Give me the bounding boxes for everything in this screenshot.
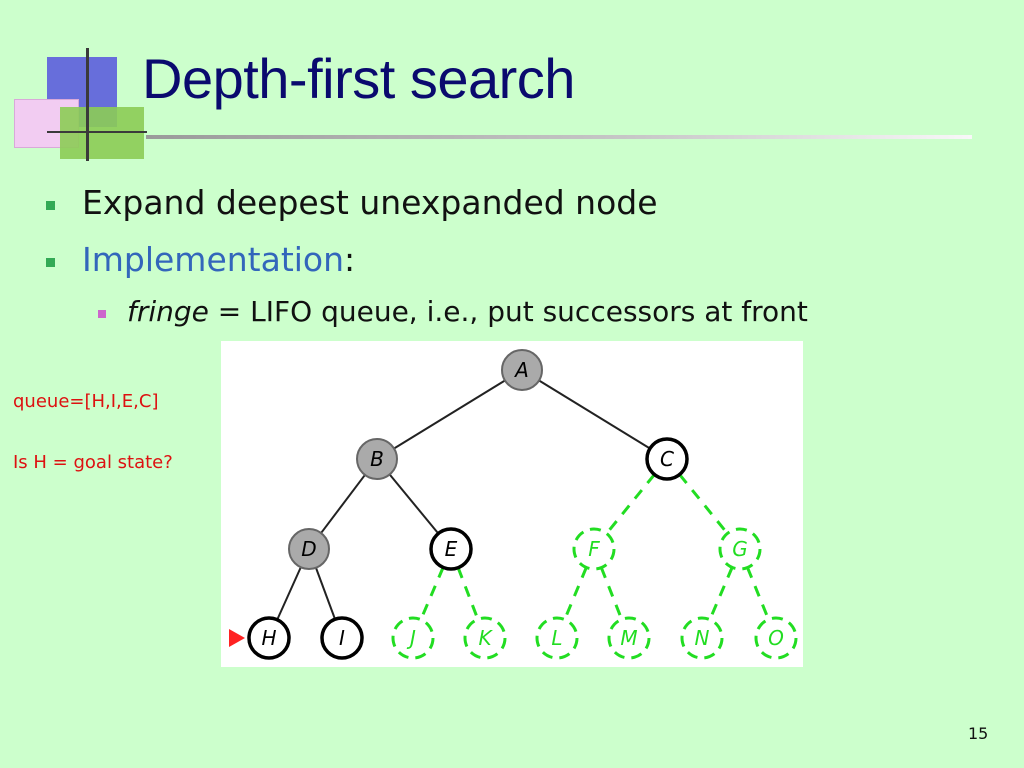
tree-node-E: E <box>429 527 473 571</box>
tree-node-M: M <box>607 616 651 660</box>
tree-node-circle-N <box>680 616 724 660</box>
tree-node-circle-H <box>247 616 291 660</box>
logo-vertical-line <box>86 48 89 161</box>
tree-edge-B-D <box>320 474 366 534</box>
tree-edge-C-G <box>678 473 729 535</box>
tree-node-C: C <box>645 437 689 481</box>
tree-node-circle-E <box>429 527 473 571</box>
tree-node-circle-A <box>501 349 543 391</box>
tree-edge-G-N <box>708 566 734 621</box>
tree-node-circle-L <box>535 616 579 660</box>
tree-node-circle-G <box>718 527 762 571</box>
tree-node-circle-D <box>288 528 330 570</box>
tree-node-label-H: H <box>261 626 276 650</box>
tree-edge-E-J <box>419 566 445 621</box>
tree-node-label-N: N <box>695 626 710 650</box>
tree-node-J: J <box>391 616 435 660</box>
tree-node-A: A <box>501 349 543 391</box>
tree-node-circle-J <box>391 616 435 660</box>
tree-node-circle-O <box>754 616 798 660</box>
tree-node-H: H <box>247 616 291 660</box>
slide-logo <box>0 0 160 170</box>
bullet-implementation: Implementation: <box>82 240 355 279</box>
tree-node-label-I: I <box>339 626 345 650</box>
bullet-expand: Expand deepest unexpanded node <box>82 183 658 222</box>
tree-node-circle-F <box>572 527 616 571</box>
tree-node-O: O <box>754 616 798 660</box>
tree-edge-A-B <box>393 379 506 450</box>
fringe-term: fringe <box>127 295 209 328</box>
tree-node-label-A: A <box>513 358 529 382</box>
tree-node-label-J: J <box>406 626 416 650</box>
implementation-label: Implementation <box>82 240 345 279</box>
tree-edge-F-L <box>563 566 588 621</box>
tree-node-N: N <box>680 616 724 660</box>
tree-node-D: D <box>288 528 330 570</box>
tree-node-label-K: K <box>478 626 493 650</box>
tree-node-label-G: G <box>732 537 748 561</box>
goal-question-note: Is H = goal state? <box>13 452 173 473</box>
tree-node-label-F: F <box>588 537 600 561</box>
tree-node-label-M: M <box>620 626 637 650</box>
tree-node-B: B <box>356 438 398 480</box>
sub-bullet-marker <box>98 310 106 318</box>
tree-node-label-L: L <box>551 626 562 650</box>
tree-edge-A-C <box>538 379 651 450</box>
current-node-pointer-icon <box>229 629 245 647</box>
sub-bullet-fringe: fringe = LIFO queue, i.e., put successor… <box>127 295 808 328</box>
title-rule <box>146 135 972 139</box>
logo-horizontal-line <box>47 131 147 133</box>
tree-node-circle-I <box>320 616 364 660</box>
logo-green-square <box>60 107 144 159</box>
tree-node-L: L <box>535 616 579 660</box>
tree-node-G: G <box>718 527 762 571</box>
queue-note: queue=[H,I,E,C] <box>13 391 159 412</box>
bullet-marker <box>46 201 55 210</box>
tree-node-circle-K <box>463 616 507 660</box>
tree-edge-B-E <box>388 473 440 535</box>
tree-node-circle-B <box>356 438 398 480</box>
slide-title: Depth-first search <box>142 47 575 110</box>
tree-edge-F-M <box>599 567 624 620</box>
tree-edge-C-F <box>605 473 656 535</box>
tree-edge-E-K <box>456 567 480 620</box>
search-tree-svg: A B C D E F G H I J K L M N O <box>229 349 798 660</box>
implementation-colon: : <box>344 240 356 279</box>
tree-node-label-O: O <box>768 626 784 650</box>
tree-node-label-C: C <box>660 447 674 471</box>
tree-node-label-D: D <box>301 537 316 561</box>
bullet-marker <box>46 258 55 267</box>
tree-node-F: F <box>572 527 616 571</box>
tree-node-circle-C <box>645 437 689 481</box>
search-tree-diagram: A B C D E F G H I J K L M N O <box>221 341 803 667</box>
tree-edge-G-O <box>746 566 770 621</box>
tree-edge-D-I <box>315 567 336 620</box>
tree-node-circle-M <box>607 616 651 660</box>
fringe-description: = LIFO queue, i.e., put successors at fr… <box>208 295 808 328</box>
tree-node-I: I <box>320 616 364 660</box>
tree-node-K: K <box>463 616 507 660</box>
slide-number: 15 <box>968 724 989 743</box>
tree-edge-D-H <box>276 566 302 621</box>
tree-node-label-E: E <box>445 537 458 561</box>
tree-node-label-B: B <box>370 447 384 471</box>
